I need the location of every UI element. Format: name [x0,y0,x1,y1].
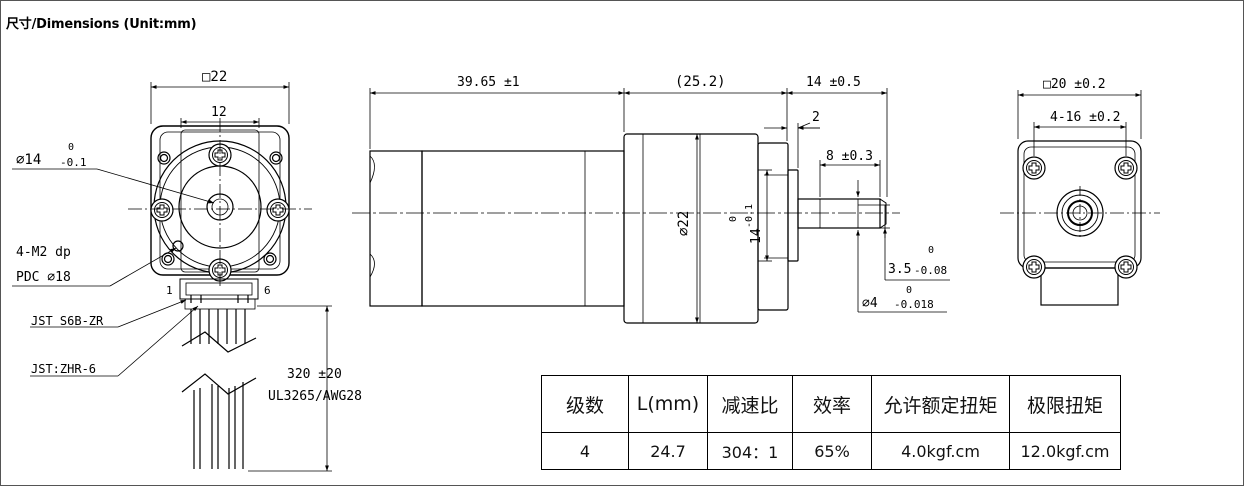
front-shaft-tol-lower: -0.1 [60,156,87,169]
header-ratio: 减速比 [707,375,793,433]
front-shaft-tol-upper: 0 [68,142,74,153]
front-square-size: □22 [202,69,227,85]
pilot-dia-label: 14 [749,228,764,244]
wire-spec-label: UL3265/AWG28 [268,389,362,404]
side-view [352,133,900,324]
header-rated-torque: 允许额定扭矩 [871,375,1010,433]
side-view-dimensions [369,88,950,323]
pilot-tol-upper: 0 [728,216,739,222]
pilot-tol-lower: -0.1 [744,204,755,228]
front-pcd-label: PDC ∅18 [16,270,71,285]
front-view-labels: □22 12 ∅14 0 -0.1 4-M2 dp PDC ∅18 1 6 JS… [16,69,362,404]
side-view-labels: 39.65 ±1 (25.2) 14 ±0.5 2 8 ±0.3 ∅22 14 … [457,74,947,311]
motor-length-label: 39.65 ±1 [457,75,520,90]
flat-tol-upper: 0 [928,245,934,256]
value-stages: 4 [541,432,629,470]
value-efficiency: 65% [792,432,872,470]
header-length: L(mm) [628,375,708,433]
shoulder-label: 2 [812,110,820,125]
flat-length-label: 8 ±0.3 [826,149,873,164]
body-dia-label: ∅22 [676,211,692,236]
rear-square-size: □20 ±0.2 [1043,77,1106,92]
spec-table: 级数 L(mm) 减速比 效率 允许额定扭矩 极限扭矩 4 24.7 304：1… [541,375,1121,470]
rear-view-labels: □20 ±0.2 4-16 ±0.2 [1043,77,1120,125]
gearbox-length-label: (25.2) [675,74,726,90]
flat-tol-lower: -0.08 [914,264,947,277]
spec-value-row: 4 24.7 304：1 65% 4.0kgf.cm 12.0kgf.cm [541,432,1121,470]
value-ratio: 304：1 [707,432,793,470]
rear-view [1000,140,1160,306]
front-boss-width: 12 [211,105,227,120]
front-view [128,118,312,469]
pin-one-label: 1 [166,284,173,297]
flat-height-label: 3.5 [888,262,911,277]
front-holes-label: 4-M2 dp [16,245,71,260]
rear-hole-spacing: 4-16 ±0.2 [1050,110,1120,125]
value-max-torque: 12.0kgf.cm [1009,432,1121,470]
value-rated-torque: 4.0kgf.cm [871,432,1010,470]
front-shaft-dia: ∅14 [16,152,41,168]
shaft-length-label: 14 ±0.5 [806,75,861,90]
shaft-dia-tol-lower: -0.018 [894,298,934,311]
front-view-dimensions [12,82,332,472]
rear-view-dimensions [1017,90,1142,156]
value-length: 24.7 [628,432,708,470]
shaft-dia-tol-upper: 0 [906,285,912,296]
header-efficiency: 效率 [792,375,872,433]
connector-label: JST S6B-ZR [31,314,104,328]
lead-length-label: 320 ±20 [287,367,342,382]
shaft-dia-label: ∅4 [862,296,878,311]
page-title: 尺寸/Dimensions (Unit:mm) [6,17,197,32]
header-stages: 级数 [541,375,629,433]
pin-six-label: 6 [264,284,271,297]
housing-label: JST:ZHR-6 [31,362,96,376]
spec-header-row: 级数 L(mm) 减速比 效率 允许额定扭矩 极限扭矩 [541,375,1121,433]
header-max-torque: 极限扭矩 [1009,375,1121,433]
